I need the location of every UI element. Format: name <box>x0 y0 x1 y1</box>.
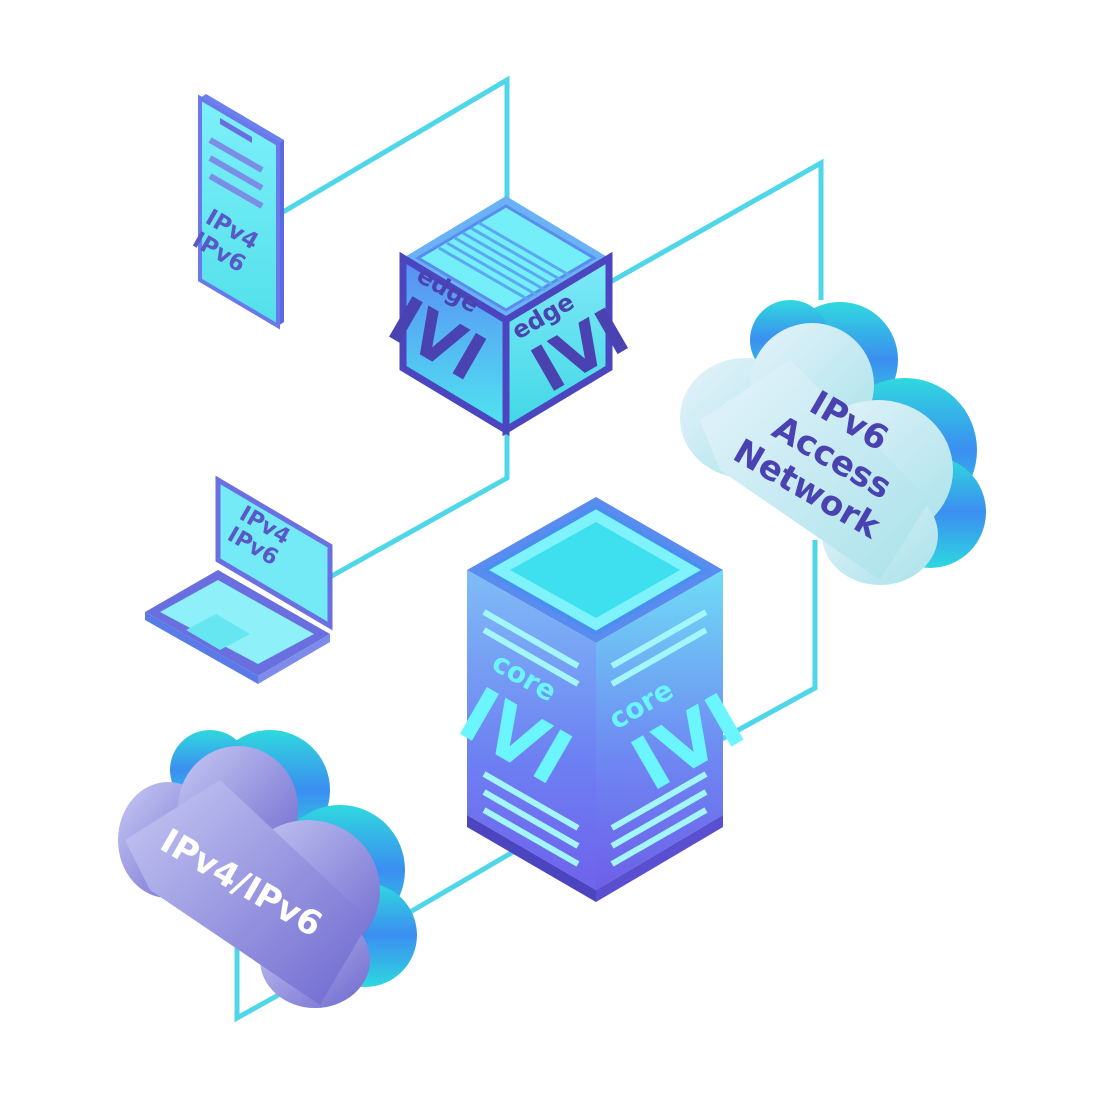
link-ipv6cloud-core <box>718 540 818 743</box>
phone-device: IPv4 IPv6 <box>188 94 284 330</box>
edge-cube-vent <box>438 221 570 302</box>
edge-ivi-cube: edge IVI edge IVI <box>376 196 641 437</box>
link-edge-laptop <box>328 430 510 580</box>
core-tower-slats <box>482 609 708 867</box>
core-ivi-tower: core IVI core IVI <box>445 497 758 902</box>
ipv6-access-cloud: IPv6 Access Network <box>680 300 986 585</box>
phone-text-lines <box>208 137 264 209</box>
ipv4-ipv6-cloud: IPv4/IPv6 <box>118 730 417 1008</box>
link-core-ipv4cloud <box>403 839 532 918</box>
link-edge-ipv6cloud <box>603 158 824 300</box>
connection-lines <box>234 75 824 1023</box>
link-phone-edge <box>281 75 510 215</box>
laptop-device: IPv4 IPv6 <box>145 475 333 684</box>
